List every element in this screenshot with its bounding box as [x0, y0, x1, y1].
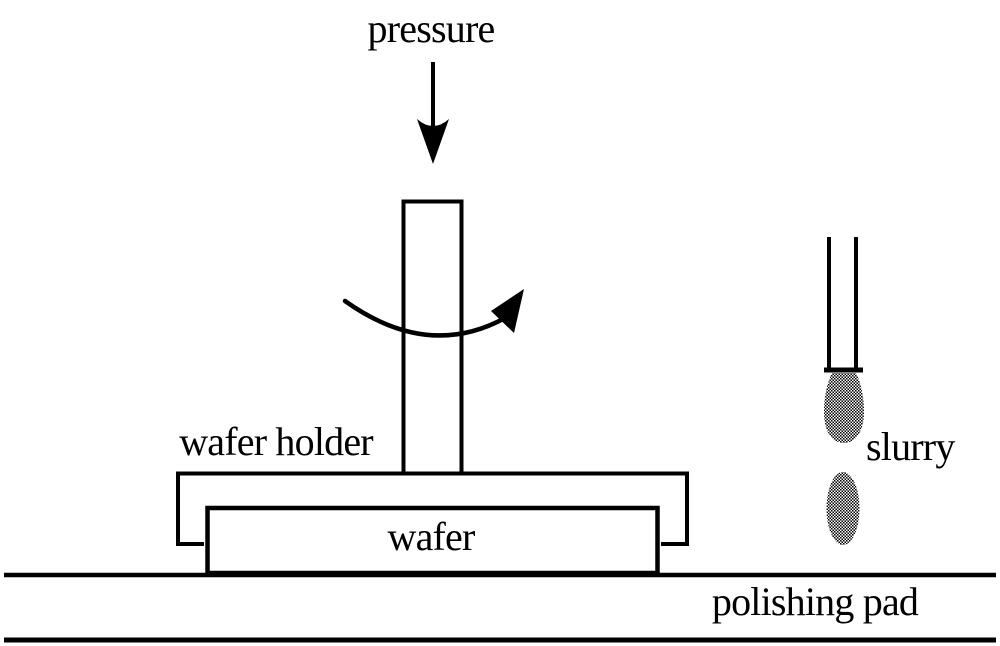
polishing-pad-label: polishing pad	[711, 579, 919, 624]
slurry-nozzle	[824, 237, 863, 373]
rotation-arc	[342, 298, 508, 338]
rotation-arrowhead-icon	[491, 289, 524, 333]
pressure-label: pressure	[367, 6, 496, 51]
pressure-arrowhead-icon	[417, 119, 449, 164]
wafer-holder-label: wafer holder	[179, 419, 373, 464]
rotation-arrow-icon	[342, 289, 524, 338]
slurry-drop-upper	[824, 373, 864, 443]
wafer-label: wafer	[387, 514, 475, 559]
pressure-arrow-icon	[417, 62, 449, 164]
slurry-drop-lower	[826, 472, 860, 545]
slurry-label: slurry	[866, 424, 955, 469]
wafer-holder-shape	[176, 471, 689, 546]
